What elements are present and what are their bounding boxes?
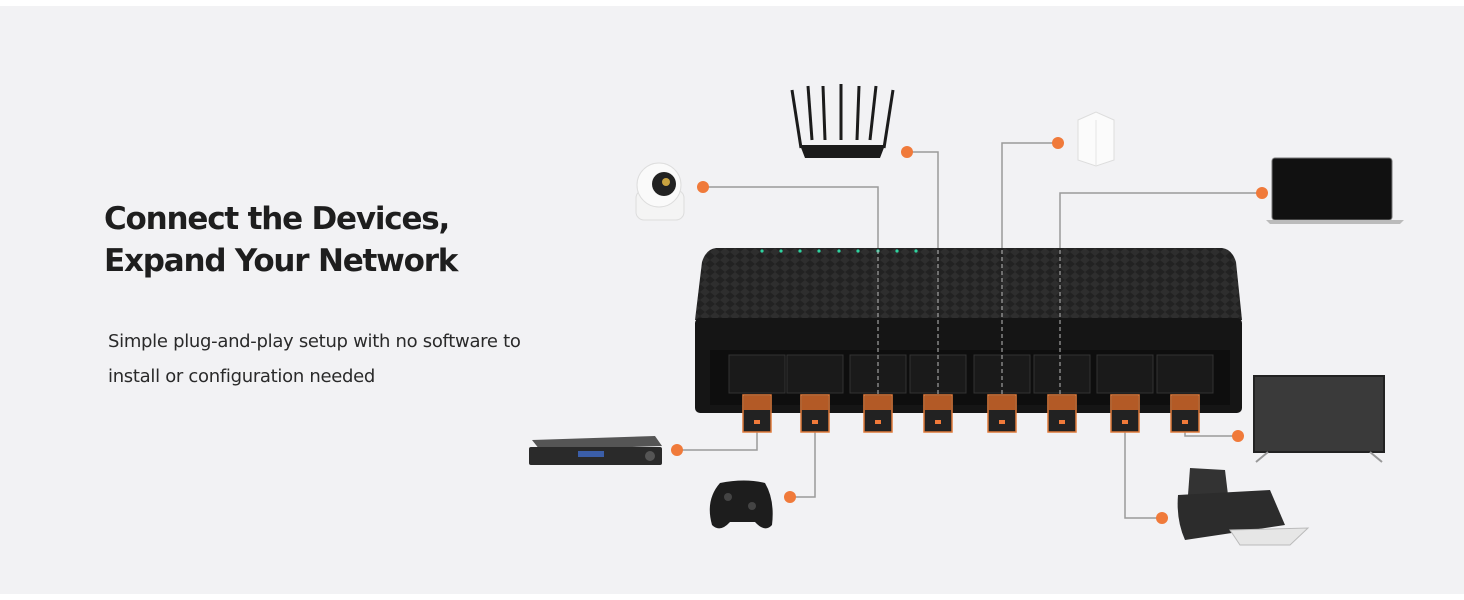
ethernet-port [1033,354,1091,394]
connection-dots [671,137,1268,524]
line-router [907,151,939,250]
headline: Connect the Devices, Expand Your Network [104,198,458,282]
description-line-1: Simple plug-and-play setup with no softw… [108,331,521,352]
line-controller [790,430,816,498]
ethernet-port [728,354,786,394]
tv-icon [1253,375,1385,463]
ethernet-port [849,354,907,394]
line-printer [1124,430,1162,519]
ethernet-port [786,354,844,394]
headline-line-2: Expand Your Network [104,243,458,279]
description-line-2: install or configuration needed [108,366,376,387]
line-mesh [1001,142,1058,250]
line-laptop [1059,192,1262,250]
game-controller-icon [709,480,773,529]
ethernet-port [909,354,967,394]
ip-camera-icon [635,162,685,221]
ethernet-port [1096,354,1154,394]
description: Simple plug-and-play setup with no softw… [108,324,578,394]
ethernet-port [1156,354,1214,394]
network-switch [695,248,1242,433]
wifi-router-icon [790,84,895,158]
line-settop [677,430,758,451]
set-top-box-icon [529,436,662,465]
connector-lines [677,142,1262,519]
ethernet-port [973,354,1031,394]
mesh-wifi-node-icon [1077,111,1115,167]
laptop-icon [1266,157,1404,224]
status-leds [760,249,918,253]
line-camera [703,186,879,250]
printer-icon [1177,468,1310,546]
headline-line-1: Connect the Devices, [104,201,450,237]
